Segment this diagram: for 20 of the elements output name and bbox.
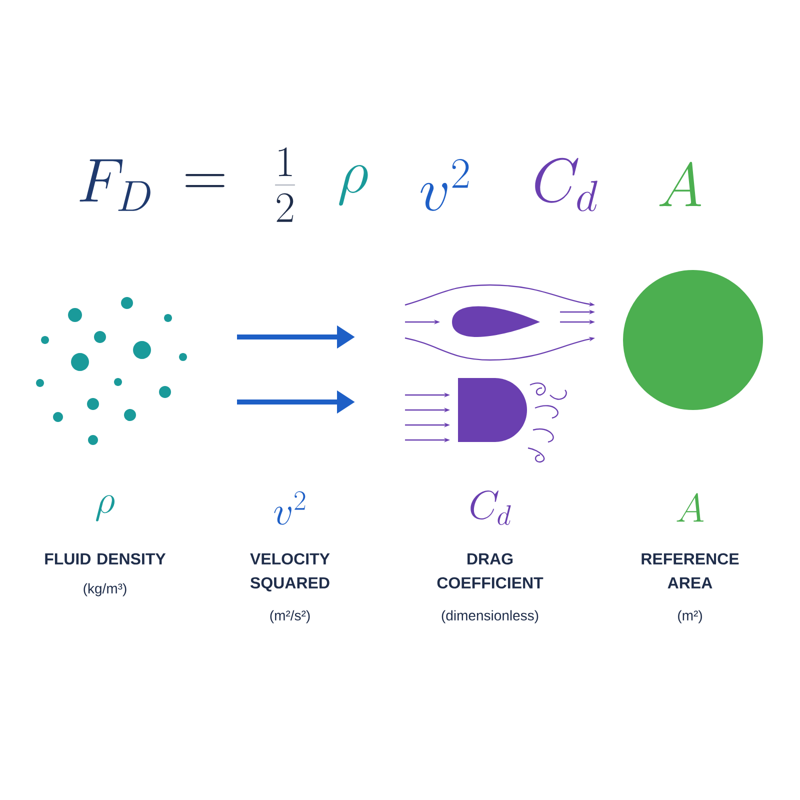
formula-term: $=$ [186,174,224,188]
quantity-name: VELOCITY SQUARED [250,553,330,592]
quantity-name: FLUID DENSITY [45,553,166,565]
formula-term: $C_d$ [535,158,598,212]
unit-label: (m²/s²) [270,610,310,624]
unit-label: (kg/m³) [84,583,126,596]
quantity-name: DRAG COEFFICIENT [437,553,544,589]
formula-term: $\frac{1}{2}$ [275,147,295,222]
symbol: $C_d$ [470,490,511,525]
formula-term: $\rho$ [339,164,368,206]
unit-label: (dimensionless) [442,610,538,624]
reference-area-circle [623,270,763,410]
symbol: $v^2$ [274,491,306,525]
symbol: $\rho$ [96,495,115,522]
formula-term: $A$ [659,162,702,206]
unit-label: (m²) [678,610,702,624]
quantity-name: REFERENCE AREA [642,553,739,588]
symbol: $A$ [676,493,704,522]
formula-term: $v^2$ [420,159,469,211]
formula-term: $F_D$ [80,159,150,211]
